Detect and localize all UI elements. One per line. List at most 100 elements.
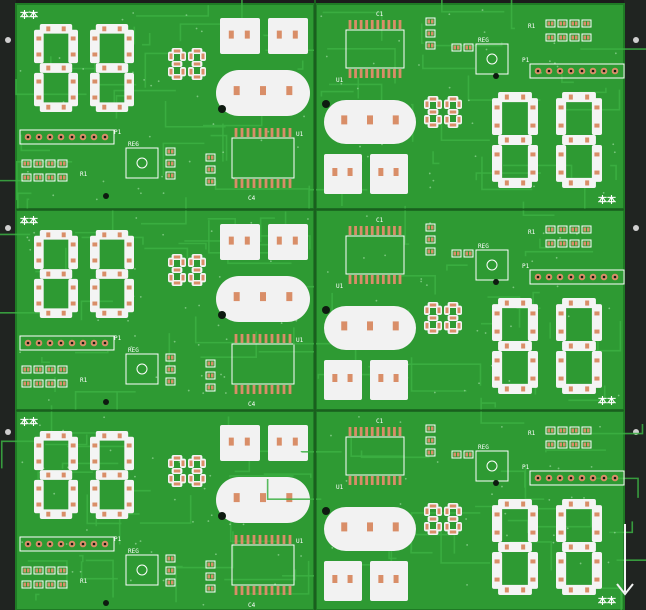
copper-trace [74,390,136,411]
smd-pad [276,236,282,245]
via [130,345,133,348]
resistor-outline [545,33,556,42]
smd-pad [427,19,430,24]
resistor-outline [21,365,32,374]
via [242,523,245,526]
smd-pad [92,502,98,507]
display-segment [562,340,596,352]
smd-pad [181,70,185,75]
via [132,12,135,14]
smd-pad [583,442,586,447]
via [614,52,617,55]
display-segment [124,29,134,64]
ic-pin [387,69,391,78]
via [613,151,616,154]
smd-pad [46,65,51,71]
smd-pad [27,582,30,587]
smd-pad [457,309,461,314]
mounting-hole [493,279,499,285]
smd-pad [504,386,509,392]
via [200,374,203,377]
smd-pad [367,321,373,331]
via [476,329,479,332]
via [162,233,165,236]
display-segment [39,24,73,34]
header-hole [59,341,63,345]
via [506,534,508,537]
resistor-outline [165,147,176,156]
smd-pad [39,175,42,180]
smd-pad [207,167,210,172]
smd-pad [587,241,590,246]
ic-pin [282,128,286,137]
display-segment [34,235,44,270]
display-segment [90,72,100,107]
resistor-outline [45,580,56,589]
regulator-mark [136,564,148,576]
smd-pad [378,374,384,382]
smd-pad [432,504,437,508]
smd-pad [196,268,201,272]
display-segment [492,351,503,388]
smd-pad [568,587,573,593]
smd-pad [452,123,457,127]
smd-pad [92,242,98,247]
via [599,425,601,428]
resistor-outline [205,165,216,174]
copper-trace [45,434,88,446]
via [533,185,535,188]
display-segment [556,145,567,182]
resistor-outline [57,365,68,374]
via [307,218,309,220]
smd-pad [173,268,178,272]
chip-label: U1 [336,283,344,290]
regulator-label: REG [478,444,489,451]
smd-pad [181,276,185,281]
via [192,520,194,523]
smd-pad [228,437,234,446]
smd-pad [332,374,338,382]
header-hole [26,341,30,345]
resistor-outline [425,223,436,232]
resistor-outline [33,379,44,388]
ic-pin [264,535,268,544]
smd-pad [207,562,210,567]
copper-trace [171,531,234,569]
resistor-outline [557,19,568,28]
via [39,424,41,427]
via [197,343,200,346]
smd-pad [117,26,122,32]
via [151,457,154,460]
ic-pin [276,128,280,137]
smd-pad [378,168,384,176]
smd-pad [452,316,457,320]
ic-pin [376,476,380,485]
smd-pad [558,559,564,564]
header-hole [591,69,595,73]
display-segment [95,308,129,318]
display-segment [90,278,100,313]
resistor-outline [45,379,56,388]
smd-pad [551,428,554,433]
smd-pad [571,227,574,232]
via [33,231,36,234]
smd-pad [449,123,454,127]
resistor-outline [425,17,436,26]
smd-pad [47,161,50,166]
smd-pad [92,443,98,448]
via [53,492,56,495]
smd-pad [167,161,170,166]
copper-trace [141,197,187,225]
ic-pin [258,334,262,343]
mounting-hole [103,399,109,405]
smd-pad [169,477,173,482]
smd-pad [445,510,449,515]
header-hole [37,542,41,546]
ic-pin [387,226,391,235]
smd-pad [594,105,600,110]
smd-pad [378,575,384,583]
ic-pin [252,179,256,188]
smd-pad [46,472,51,478]
smd-pad [196,456,201,460]
